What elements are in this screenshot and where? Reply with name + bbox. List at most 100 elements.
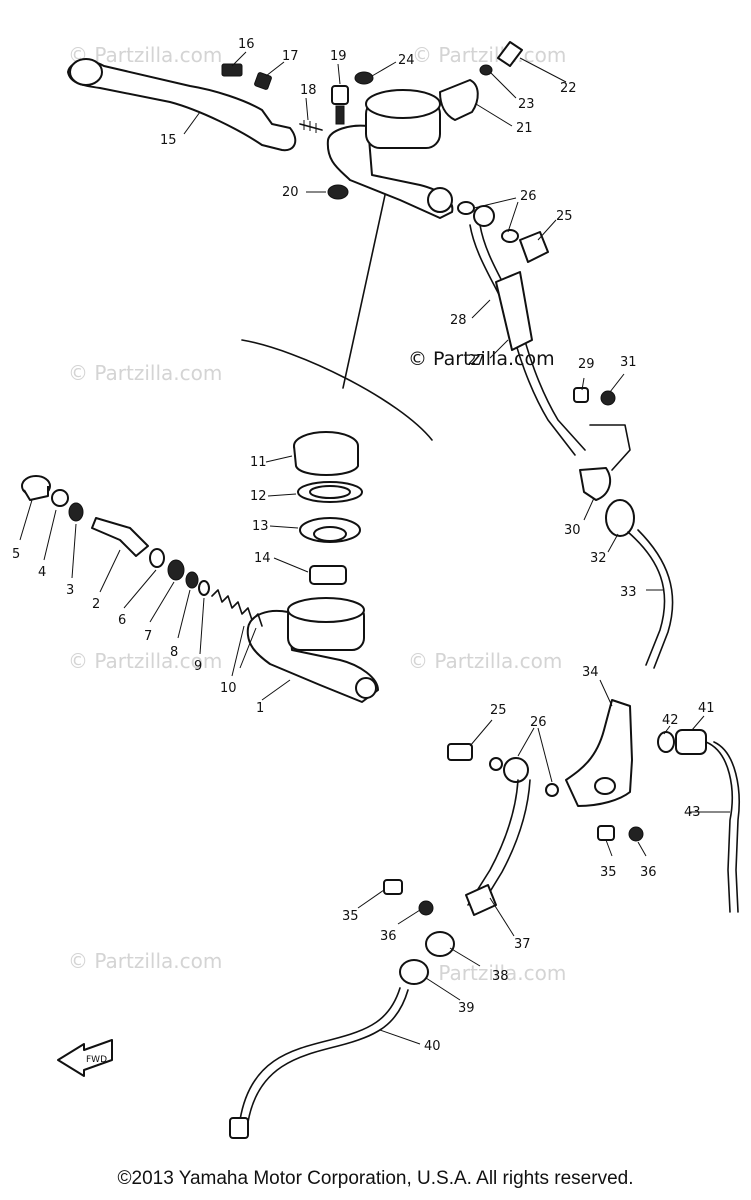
callout-43: 43: [684, 805, 701, 820]
bracket-bolt-nut: [573, 387, 616, 406]
watermark-text: © Partzilla.com: [412, 43, 566, 67]
callout-19: 19: [330, 49, 347, 64]
callout-15: 15: [160, 133, 177, 148]
washer-small: [354, 71, 374, 85]
master-cylinder-body: [246, 597, 379, 703]
callout-27: 27: [468, 353, 485, 368]
diaphragm-plate: [297, 481, 363, 503]
brake-pipe-mid: [627, 529, 674, 669]
pivot-pin: [299, 120, 323, 133]
return-spring: [211, 589, 263, 627]
watermark-text: © Partzilla.com: [68, 361, 222, 385]
callout-41: 41: [698, 701, 715, 716]
float: [309, 565, 347, 585]
mount-nut: [327, 184, 349, 200]
partzilla-brand-mark: © Partzilla.com: [408, 348, 555, 370]
callout-11: 11: [250, 455, 267, 470]
reservoir-cap: [293, 431, 359, 476]
watermark-text: © Partzilla.com: [412, 961, 566, 985]
callout-4: 4: [38, 565, 46, 580]
callout-30: 29: [578, 357, 595, 372]
callout-13: 13: [252, 519, 269, 534]
lower-master-cylinder: [565, 699, 633, 807]
callout-26-upper: 26: [520, 189, 537, 204]
callout-17: 17: [282, 49, 299, 64]
callout-7: 7: [144, 629, 152, 644]
callout-31: 31: [620, 355, 637, 370]
spring-cup: [198, 580, 210, 596]
callout-35-lower: 35: [600, 865, 617, 880]
callout-26-lower: 26: [530, 715, 547, 730]
callout-24: 24: [398, 53, 415, 68]
callout-16: 16: [238, 37, 255, 52]
callout-25-upper: 25: [556, 209, 573, 224]
upper-brake-hose: [469, 224, 586, 456]
callout-32: 32: [590, 551, 607, 566]
callout-35: 35: [342, 909, 359, 924]
callout-40: 40: [424, 1039, 441, 1054]
callout-38: 38: [492, 969, 509, 984]
watermark-text: © Partzilla.com: [408, 649, 562, 673]
callout-3: 3: [66, 583, 74, 598]
callout-36: 36: [380, 929, 397, 944]
callout-23: 23: [518, 97, 535, 112]
spring-seat: [185, 571, 199, 589]
brake-lever: [67, 58, 297, 152]
mount-bolts-lower: [383, 825, 644, 916]
callout-36-lower: 36: [640, 865, 657, 880]
lever-bolt: [221, 63, 243, 77]
washer: [149, 548, 165, 568]
reservoir-hose: [229, 987, 409, 1139]
front-arrow-label: FWD: [86, 1055, 107, 1065]
callout-33: 33: [620, 585, 637, 600]
watermark-text: © Partzilla.com: [68, 949, 222, 973]
callout-12: 12: [250, 489, 267, 504]
hose-joint-upper: [605, 499, 635, 537]
leader-lines: [19, 51, 730, 1045]
callout-29: 30: [564, 523, 581, 538]
copyright-notice: ©2013 Yamaha Motor Corporation, U.S.A. A…: [117, 1168, 634, 1189]
lever-nut: [254, 72, 272, 90]
mirror-bolt: [479, 41, 523, 76]
diaphragm: [299, 517, 361, 543]
reservoir-clamp: [425, 931, 455, 957]
callout-5: 5: [12, 547, 20, 562]
piston-cup: [68, 502, 84, 522]
exploded-bracket-line: [241, 194, 433, 441]
callout-20: 20: [282, 185, 299, 200]
callout-37: 37: [514, 937, 531, 952]
callout-39: 39: [458, 1001, 475, 1016]
callout-18: 18: [300, 83, 317, 98]
callout-14: 14: [254, 551, 271, 566]
dust-boot: [21, 475, 51, 501]
callout-labels: 16 17 18 19 24 20 21 22 23 26 25 28 27 2…: [12, 37, 715, 1054]
upper-master-cylinder: [326, 89, 454, 219]
front-direction-arrow: FWD: [57, 1039, 113, 1077]
callout-9: 9: [194, 659, 202, 674]
callout-28: 28: [450, 313, 467, 328]
watermark-text: © Partzilla.com: [68, 649, 222, 673]
callout-6: 6: [118, 613, 126, 628]
watermarks: © Partzilla.com © Partzilla.com © Partzi…: [68, 43, 566, 985]
brake-light-switch: [657, 729, 740, 913]
mirror-bracket: [439, 79, 479, 121]
callout-22: 22: [560, 81, 577, 96]
callout-34: 34: [582, 665, 599, 680]
callout-25-lower: 25: [490, 703, 507, 718]
hose-bracket-guide: [579, 424, 631, 501]
snap-ring: [51, 489, 69, 507]
reservoir-cap-lower: [399, 959, 429, 985]
lower-brake-hose: [465, 779, 531, 916]
piston: [91, 517, 149, 557]
primary-cup: [167, 559, 185, 581]
lower-banjo-bolt: [447, 743, 559, 797]
pivot-bolt: [331, 85, 349, 125]
callout-8: 8: [170, 645, 178, 660]
callout-1: 1: [256, 701, 264, 716]
callout-42: 42: [662, 713, 679, 728]
callout-2: 2: [92, 597, 100, 612]
callout-21: 21: [516, 121, 533, 136]
callout-10: 10: [220, 681, 237, 696]
